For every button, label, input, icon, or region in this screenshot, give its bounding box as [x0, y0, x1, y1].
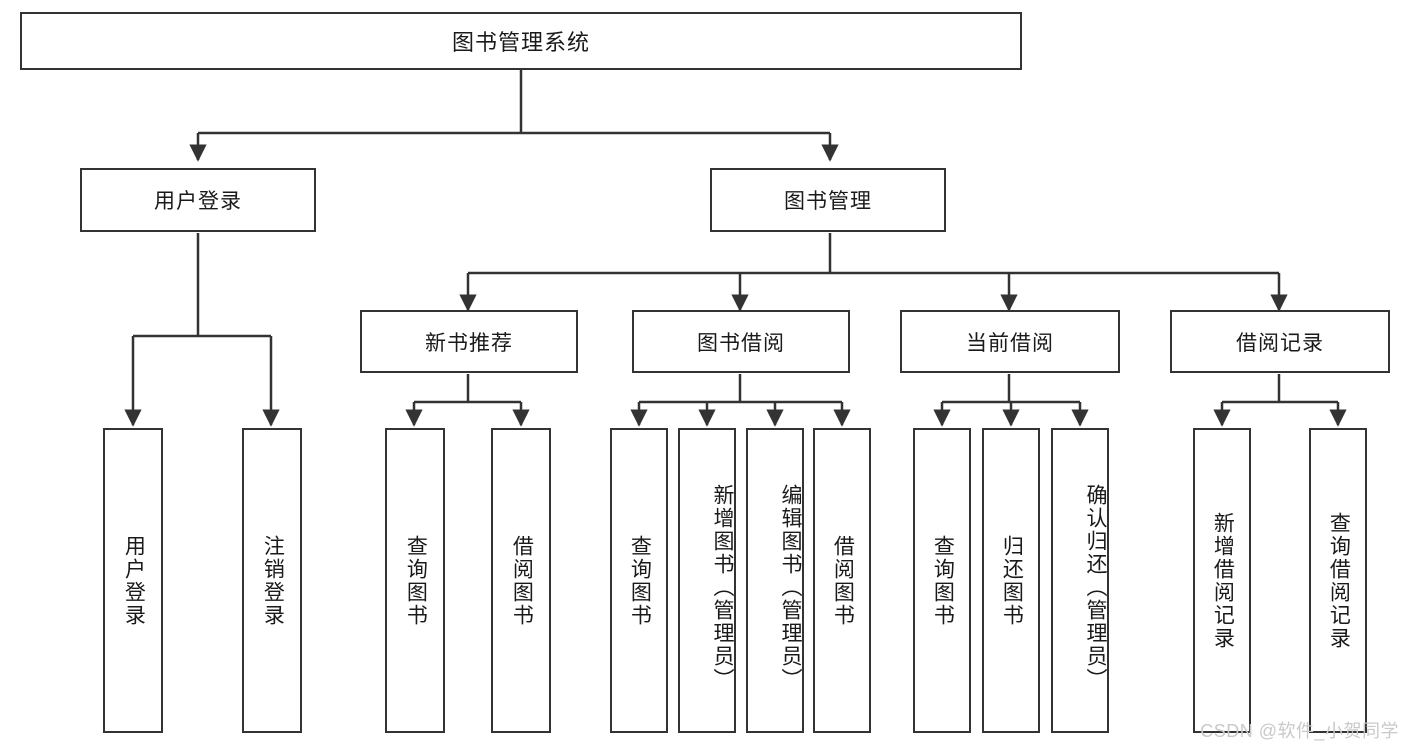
node-label: 当前借阅: [966, 331, 1054, 355]
node-label: 借阅图书: [831, 534, 855, 627]
node-label: 归还图书: [1000, 534, 1024, 627]
leaf-add-book-admin[interactable]: 新增图书（管理员）: [678, 428, 736, 733]
node-label: 查询图书: [628, 534, 652, 627]
leaf-edit-book-admin[interactable]: 编辑图书（管理员）: [746, 428, 804, 733]
node-current-borrow[interactable]: 当前借阅: [900, 310, 1120, 373]
node-user-login[interactable]: 用户登录: [80, 168, 316, 232]
watermark-csdn: CSDN @软件_小贺同学: [1200, 721, 1399, 741]
node-label: 查询图书: [404, 534, 428, 627]
node-label: 图书借阅: [697, 331, 785, 355]
node-label: 图书管理: [784, 190, 872, 213]
node-label: 新增借阅记录: [1211, 511, 1235, 650]
leaf-confirm-return-admin[interactable]: 确认归还（管理员）: [1051, 428, 1109, 733]
leaf-query-book-borrow[interactable]: 查询图书: [610, 428, 668, 733]
leaf-borrow-book-borrow[interactable]: 借阅图书: [813, 428, 871, 733]
node-label: 借阅图书: [510, 534, 534, 627]
node-label: 查询借阅记录: [1327, 511, 1351, 650]
node-label: 新书推荐: [425, 331, 513, 355]
node-label: 注销登录: [261, 534, 285, 627]
node-label: 编辑图书（管理员）: [779, 484, 802, 691]
node-label: 图书管理系统: [451, 30, 590, 55]
node-root-book-management-system[interactable]: 图书管理系统: [20, 12, 1022, 70]
node-new-book-recommend[interactable]: 新书推荐: [360, 310, 578, 373]
leaf-user-login[interactable]: 用户登录: [103, 428, 163, 733]
node-book-borrow[interactable]: 图书借阅: [632, 310, 850, 373]
node-label: 确认归还（管理员）: [1084, 484, 1107, 691]
node-label: 用户登录: [122, 534, 146, 627]
leaf-add-borrow-record[interactable]: 新增借阅记录: [1193, 428, 1251, 733]
node-label: 查询图书: [931, 534, 955, 627]
leaf-borrow-book-newbook[interactable]: 借阅图书: [491, 428, 551, 733]
node-label: 借阅记录: [1236, 331, 1324, 355]
leaf-query-borrow-record[interactable]: 查询借阅记录: [1309, 428, 1367, 733]
node-label: 用户登录: [154, 190, 242, 213]
node-book-management[interactable]: 图书管理: [710, 168, 946, 232]
node-label: 新增图书（管理员）: [711, 484, 734, 691]
leaf-logout-login[interactable]: 注销登录: [242, 428, 302, 733]
leaf-query-book-newbook[interactable]: 查询图书: [385, 428, 445, 733]
leaf-query-book-current[interactable]: 查询图书: [913, 428, 971, 733]
node-borrow-record[interactable]: 借阅记录: [1170, 310, 1390, 373]
leaf-return-book[interactable]: 归还图书: [982, 428, 1040, 733]
